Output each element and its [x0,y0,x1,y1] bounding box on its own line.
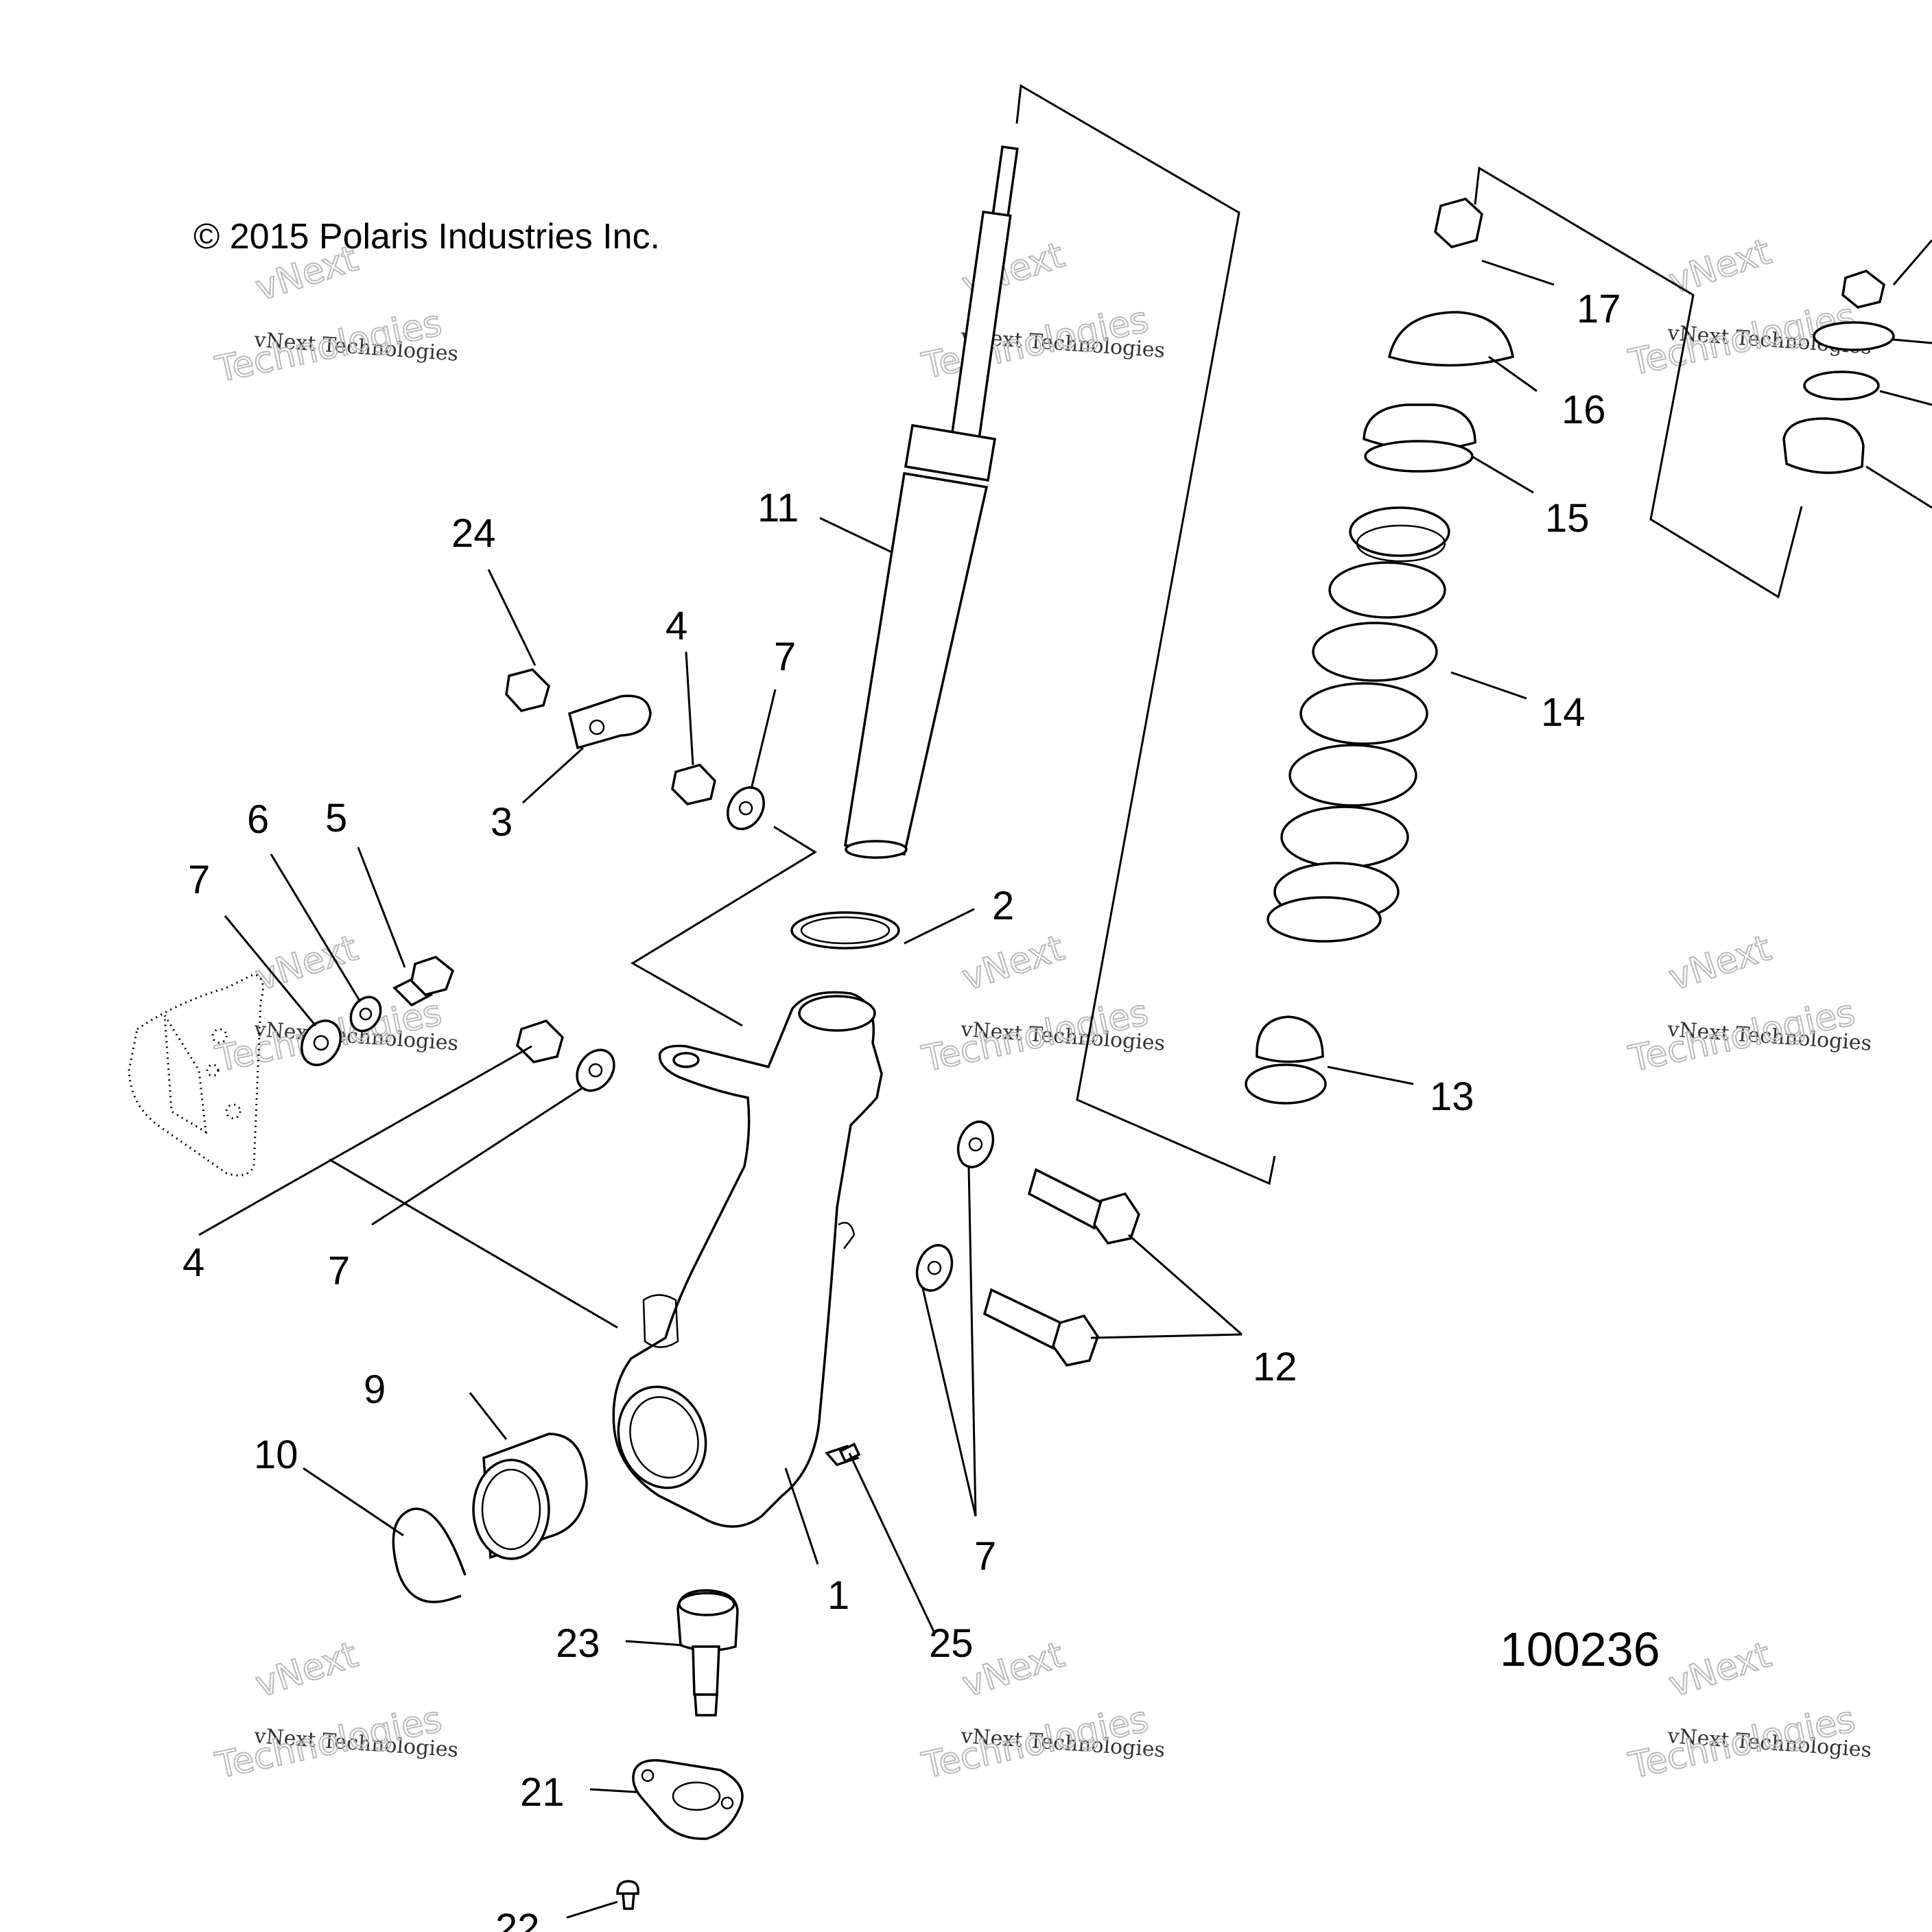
watermark-technologies: Technologies [919,1699,1152,1787]
coil-spring [1267,506,1450,943]
snap-ring [392,1507,467,1603]
watermark-vnext: vNext [957,928,1069,999]
callout-10: 10 [254,1433,298,1477]
watermark-vnext: vNext [957,1634,1069,1706]
watermark-vnext: vNext [1664,928,1776,999]
callout-7-upper: 7 [774,635,796,679]
ball-joint [676,1589,739,1717]
callout-24: 24 [451,511,496,556]
watermark-technologies: Technologies [1625,992,1859,1080]
callout-numbers: 11 24 3 4 7 5 6 7 4 7 2 17 16 15 14 13 1… [182,287,1621,1932]
callout-7-left: 7 [188,858,210,902]
watermark-group: vNext vNext Technologies Technologies vN… [211,231,1872,1788]
watermark-technologies: Technologies [919,299,1152,387]
watermark-vnext: vNext [250,928,362,999]
callout-1: 1 [827,1573,849,1618]
callout-16: 16 [1562,388,1606,432]
callout-14: 14 [1541,690,1586,735]
callout-4-lower: 4 [182,1240,204,1285]
top-mount-parts [1363,198,1514,473]
callout-7-middle: 7 [328,1249,350,1293]
callout-5: 5 [325,796,347,840]
assembly-bracket [631,84,1803,1186]
callout-4-upper: 4 [665,604,687,648]
watermark-vnext: vNext [250,1634,362,1706]
callout-25: 25 [929,1621,974,1666]
callout-2: 2 [992,884,1014,928]
copyright-text: © 2015 Polaris Industries Inc. [193,217,660,257]
retainer-plate [632,1759,744,1840]
callout-21: 21 [520,1770,565,1815]
callout-6: 6 [247,797,269,842]
callout-12: 12 [1253,1345,1297,1389]
callout-7-lower: 7 [974,1534,996,1579]
callout-11: 11 [757,486,799,530]
right-edge-parts [1782,239,1932,509]
drawing-number: 100236 [1500,1623,1660,1676]
watermark-technologies: Technologies [212,303,445,390]
screw [616,1880,639,1910]
brake-caliper-reference [128,973,264,1177]
watermark-technologies: Technologies [1625,1699,1859,1787]
seal-ring-inner [800,916,891,945]
callout-15: 15 [1545,496,1590,541]
watermark-vnext: vNext [1664,1634,1776,1706]
bump-stop [1245,1015,1327,1105]
watermark-technologies: Technologies [212,1699,445,1787]
callout-17: 17 [1577,287,1621,331]
callout-3: 3 [491,800,513,845]
steering-knuckle [612,991,883,1528]
watermark-technologies: Technologies [919,992,1152,1080]
callout-13: 13 [1430,1074,1474,1119]
seal-ring [790,911,900,950]
callout-23: 23 [556,1621,600,1666]
hardware-fasteners [301,668,1140,1467]
strut-shock-absorber [843,145,1019,859]
callout-9: 9 [364,1367,386,1412]
callout-22: 22 [495,1906,540,1932]
leader-lines [198,259,1555,1919]
watermark-vnext: vNext [1664,231,1776,303]
wheel-bearing [472,1433,588,1560]
